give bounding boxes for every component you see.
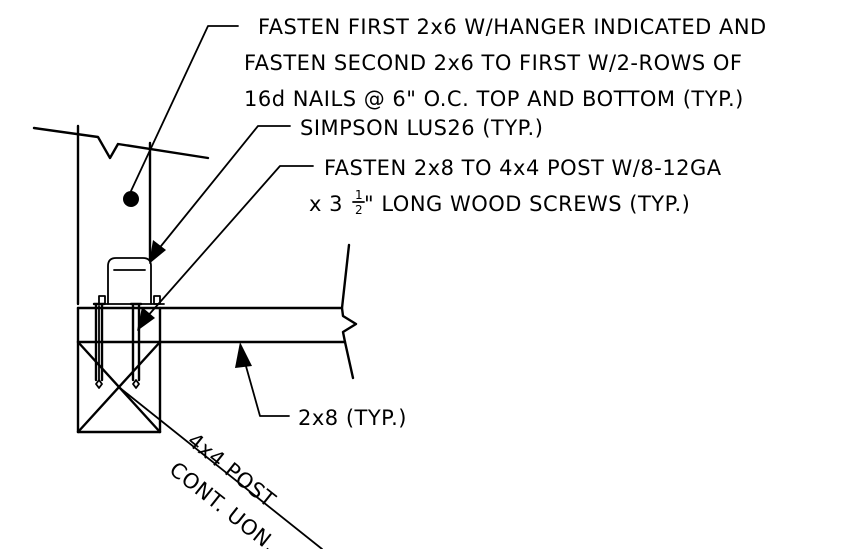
note-screws-line2-suffix: " LONG WOOD SCREWS (TYP.) (364, 192, 690, 216)
joist-2x6 (32, 124, 210, 306)
arrowhead-icon (137, 307, 155, 331)
leader-first-2x6 (130, 25, 239, 192)
nail-dot-icon (123, 191, 139, 207)
note-screws-frac-num: 1 (355, 188, 363, 202)
beam-2x8 (76, 243, 358, 380)
note-beam: 2x8 (TYP.) (298, 406, 407, 430)
leader-screws (137, 165, 314, 331)
wood-screws (92, 302, 143, 389)
note-first-2x6-line3: 16d NAILS @ 6" O.C. TOP AND BOTTOM (TYP.… (244, 87, 744, 111)
leader-post (119, 387, 323, 549)
post-4x4 (76, 306, 162, 434)
note-screws-line1: FASTEN 2x8 TO 4x4 POST W/8-12GA (324, 156, 722, 180)
leader-beam (235, 342, 290, 417)
note-first-2x6-line1: FASTEN FIRST 2x6 W/HANGER INDICATED AND (258, 15, 767, 39)
note-first-2x6-line2: FASTEN SECOND 2x6 TO FIRST W/2-ROWS OF (244, 51, 743, 75)
hanger-lus26 (98, 257, 165, 305)
leader-hanger (149, 125, 291, 264)
note-hanger: SIMPSON LUS26 (TYP.) (300, 116, 543, 140)
arrowhead-icon (149, 240, 166, 264)
note-screws-frac-den: 2 (355, 203, 363, 217)
note-screws-line2-prefix: x 3 (309, 192, 343, 216)
break-line-icon (340, 243, 358, 380)
arrowhead-icon (235, 342, 252, 368)
